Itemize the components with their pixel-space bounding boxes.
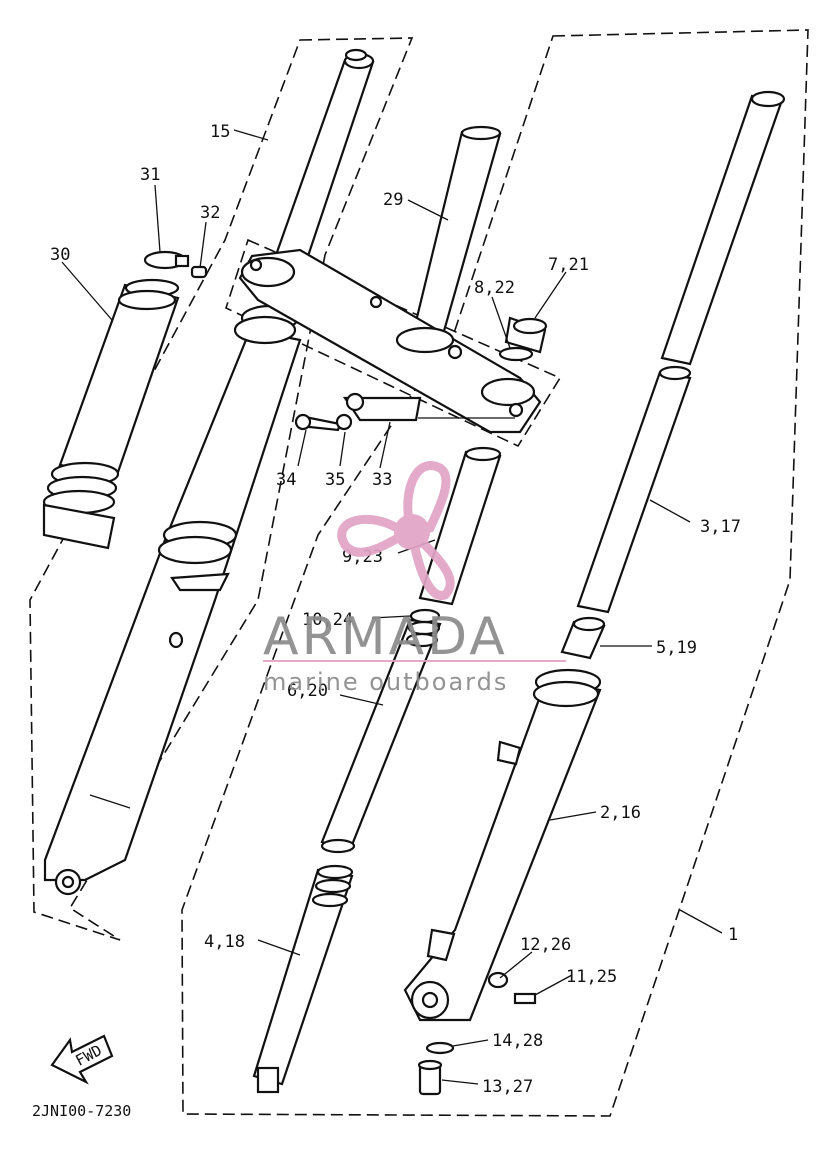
label-1: 1 (728, 925, 738, 945)
cap-bolt-7-21 (504, 316, 548, 354)
fwd-arrow-icon: FWD (50, 1034, 114, 1085)
fork-boot-30 (42, 278, 180, 550)
propeller-logo-icon (337, 461, 455, 600)
label-6-20: 6,20 (287, 681, 328, 701)
inner-tube-3-17 (576, 90, 786, 614)
label-13-27: 13,27 (482, 1077, 533, 1097)
label-11-25: 11,25 (566, 967, 617, 987)
label-10-24: 10,24 (302, 610, 353, 630)
label-14-28: 14,28 (492, 1031, 543, 1051)
outer-tube-2-16 (403, 668, 602, 1022)
watermark-tagline: marine outboards (263, 668, 508, 696)
o-ring-8-22 (498, 346, 534, 362)
label-5-19: 5,19 (656, 638, 697, 658)
clamp-ring-31 (143, 250, 190, 270)
watermark-brand: ARMADA (263, 607, 508, 667)
label-30: 30 (50, 245, 70, 265)
cable-guide-33 (342, 392, 422, 422)
label-29: 29 (383, 190, 403, 210)
label-12-26: 12,26 (520, 935, 571, 955)
spring-seat-5-19 (560, 616, 606, 660)
gasket-14-28 (425, 1041, 455, 1055)
label-15: 15 (210, 122, 230, 142)
leader-lines (61, 129, 723, 1085)
label-35: 35 (325, 470, 345, 490)
label-3-17: 3,17 (700, 517, 741, 537)
label-31: 31 (140, 165, 160, 185)
left-fork-group-outline (29, 37, 414, 941)
rebound-spring-4-18 (252, 864, 354, 1094)
label-2-16: 2,16 (600, 803, 641, 823)
label-8-22: 8,22 (474, 278, 515, 298)
bolt-13-27 (417, 1059, 443, 1096)
armada-watermark: ARMADA marine outboards (263, 461, 566, 696)
label-4-18: 4,18 (204, 932, 245, 952)
drain-screw-11-25 (513, 992, 537, 1005)
washer-35 (335, 413, 353, 431)
label-33: 33 (372, 470, 392, 490)
label-32: 32 (200, 203, 220, 223)
bolt-34 (294, 413, 342, 432)
label-34: 34 (276, 470, 296, 490)
label-7-21: 7,21 (548, 255, 589, 275)
left-inner-tube-15 (268, 48, 375, 282)
under-bracket-29 (238, 125, 542, 434)
left-fork-leg (43, 304, 302, 896)
screw-32 (190, 265, 208, 279)
damper-rod-6-20 (320, 608, 442, 854)
diagram-code: 2JNI00-7230 (32, 1102, 131, 1120)
bracket-group-outline (225, 238, 562, 448)
